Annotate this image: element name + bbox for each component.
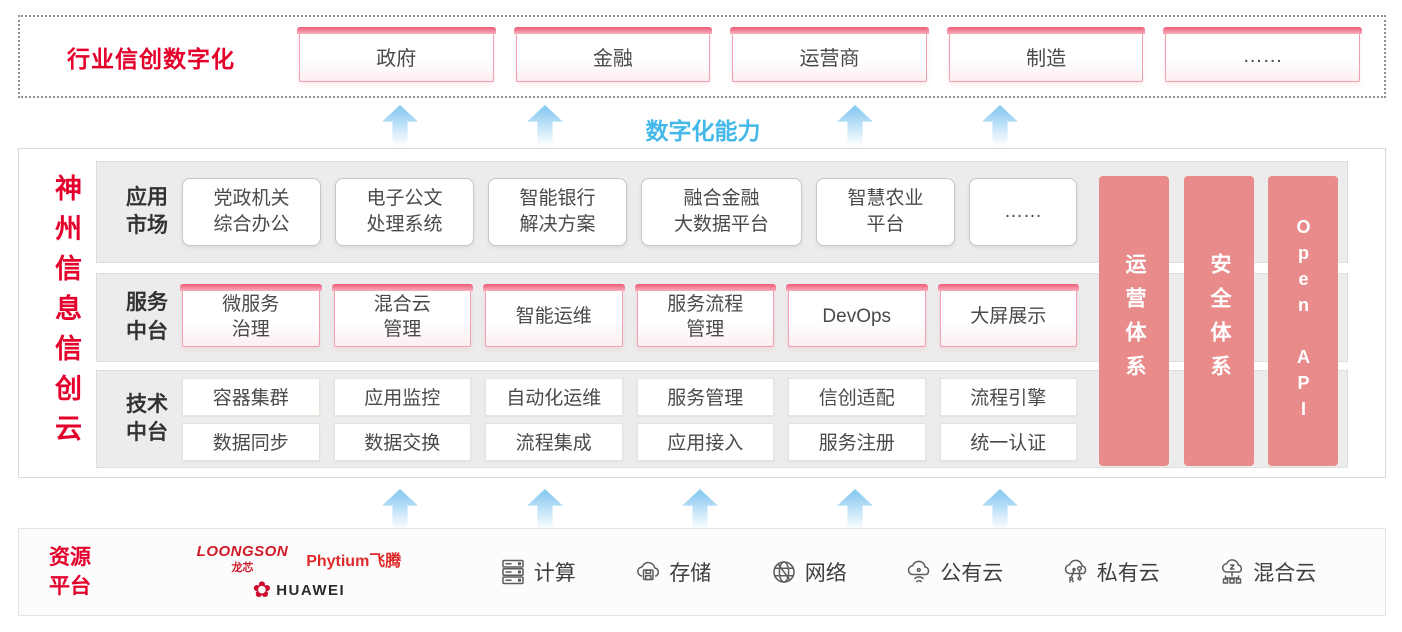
tech-box-data-sync: 数据同步 [182, 422, 320, 461]
up-arrow-icon [382, 105, 418, 145]
app-box-smart-bank: 智能银行 解决方案 [488, 178, 628, 246]
tech-box-app-monitor: 应用监控 [333, 377, 471, 416]
up-arrow-icon [682, 489, 718, 529]
sector-list: 政府 金融 运营商 制造 …… [297, 26, 1362, 82]
resource-item-label: 混合云 [1253, 562, 1317, 585]
industry-banner-title: 行业信创数字化 [67, 45, 235, 72]
loongson-logo: LOONGSON 龙芯 [197, 543, 289, 575]
resource-item-list: 计算 存储 网络 [469, 557, 1345, 587]
app-box-finance-bigdata: 融合金融 大数据平台 [641, 178, 802, 246]
up-arrow-icon [837, 489, 873, 529]
sector-box-finance: 金融 [513, 26, 712, 82]
pillar-open-api: Open API [1268, 176, 1338, 466]
resource-item-public-cloud: 公有云 [904, 557, 1003, 587]
resource-item-label: 计算 [533, 562, 576, 585]
loongson-logo-text: LOONGSON [196, 543, 289, 560]
service-platform-boxes: 微服务 治理 混合云 管理 智能运维 服务流程 管理 DevOps 大屏展示 [180, 274, 1079, 361]
resource-item-label: 网络 [804, 562, 847, 585]
public-cloud-icon [908, 560, 930, 583]
cloud-platform-panel: 神州信息信创云 应用 市场 党政机关 综合办公 电子公文 处理系统 智能银行 解… [18, 148, 1386, 478]
huawei-logo-text: HUAWEI [276, 581, 346, 599]
up-arrow-icon [527, 105, 563, 145]
tech-platform-boxes: 容器集群 应用监控 自动化运维 服务管理 信创适配 流程引擎 数据同步 数据交换… [182, 377, 1077, 461]
capability-label: 数字化能力 [645, 118, 761, 144]
resource-platform-section: 资源 平台 LOONGSON 龙芯 Phytium飞腾 ✿ HUAWEI [18, 528, 1386, 616]
app-box-more: …… [969, 178, 1077, 246]
app-market-boxes: 党政机关 综合办公 电子公文 处理系统 智能银行 解决方案 融合金融 大数据平台… [182, 162, 1077, 262]
svc-box-hybrid-cloud-mgmt: 混合云 管理 [331, 283, 473, 347]
resource-platform-label: 资源 平台 [49, 545, 91, 598]
svc-box-smart-ops: 智能运维 [483, 283, 624, 347]
tech-box-auto-ops: 自动化运维 [485, 377, 623, 416]
loongson-logo-cn: 龙芯 [231, 562, 254, 574]
sector-box-government: 政府 [297, 26, 496, 82]
resource-item-hybrid-cloud: 混合云 [1217, 557, 1316, 587]
tech-box-container-cluster: 容器集群 [182, 377, 320, 416]
up-arrow-icon [382, 489, 418, 529]
svc-box-devops: DevOps [786, 283, 927, 347]
up-arrow-icon [982, 489, 1018, 529]
svc-box-microservice: 微服务 治理 [180, 283, 321, 347]
tech-box-app-access: 应用接入 [636, 422, 774, 461]
resource-item-label: 存储 [669, 562, 712, 585]
huawei-logo: ✿ HUAWEI [253, 579, 345, 601]
svc-box-service-flow: 服务流程 管理 [634, 283, 776, 347]
service-platform-row-label: 服务 中台 [126, 291, 168, 343]
resource-item-network: 网络 [769, 557, 847, 587]
tech-platform-row-label: 技术 中台 [126, 392, 168, 444]
tech-box-service-mgmt: 服务管理 [636, 377, 774, 416]
private-cloud-icon [1064, 559, 1087, 584]
tech-box-data-exchange: 数据交换 [333, 422, 471, 461]
resource-item-compute: 计算 [498, 557, 576, 587]
tech-box-xinchuang-adapt: 信创适配 [788, 377, 926, 416]
industry-banner: 行业信创数字化 政府 金融 运营商 制造 …… [18, 15, 1386, 98]
compute-icon [502, 559, 524, 585]
app-box-e-doc: 电子公文 处理系统 [335, 178, 475, 246]
up-arrow-icon [982, 105, 1018, 145]
resource-item-label: 公有云 [940, 562, 1004, 585]
huawei-flower-icon: ✿ [252, 577, 272, 602]
hybrid-cloud-icon [1222, 559, 1243, 584]
tech-platform-row: 技术 中台 容器集群 应用监控 自动化运维 服务管理 信创适配 流程引擎 数据同… [96, 370, 1348, 468]
up-arrow-icon [837, 105, 873, 145]
sector-box-more: …… [1163, 26, 1362, 82]
up-arrow-icon [527, 489, 563, 529]
pillar-operations-system: 运营体系 [1099, 176, 1169, 466]
resource-item-label: 私有云 [1096, 562, 1160, 585]
storage-icon [637, 561, 660, 581]
tech-box-flow-integration: 流程集成 [485, 422, 623, 461]
tech-box-flow-engine: 流程引擎 [939, 377, 1077, 416]
app-market-row-label: 应用 市场 [126, 185, 168, 237]
resource-item-private-cloud: 私有云 [1061, 557, 1160, 587]
svc-box-big-screen: 大屏展示 [937, 283, 1079, 347]
network-icon [773, 561, 795, 583]
app-box-gov-office: 党政机关 综合办公 [182, 178, 322, 246]
sector-box-manufacturing: 制造 [946, 26, 1145, 82]
tech-box-unified-auth: 统一认证 [939, 422, 1077, 461]
vendor-logos: LOONGSON 龙芯 Phytium飞腾 ✿ HUAWEI [149, 543, 449, 601]
app-box-smart-agriculture: 智慧农业 平台 [815, 178, 955, 246]
resource-item-storage: 存储 [633, 557, 711, 587]
tech-box-service-registry: 服务注册 [788, 422, 926, 461]
pillar-security-system: 安全体系 [1184, 176, 1254, 466]
phytium-logo: Phytium飞腾 [306, 553, 402, 570]
sector-box-operator: 运营商 [730, 26, 929, 82]
platform-vertical-title: 神州信息信创云 [51, 174, 81, 454]
